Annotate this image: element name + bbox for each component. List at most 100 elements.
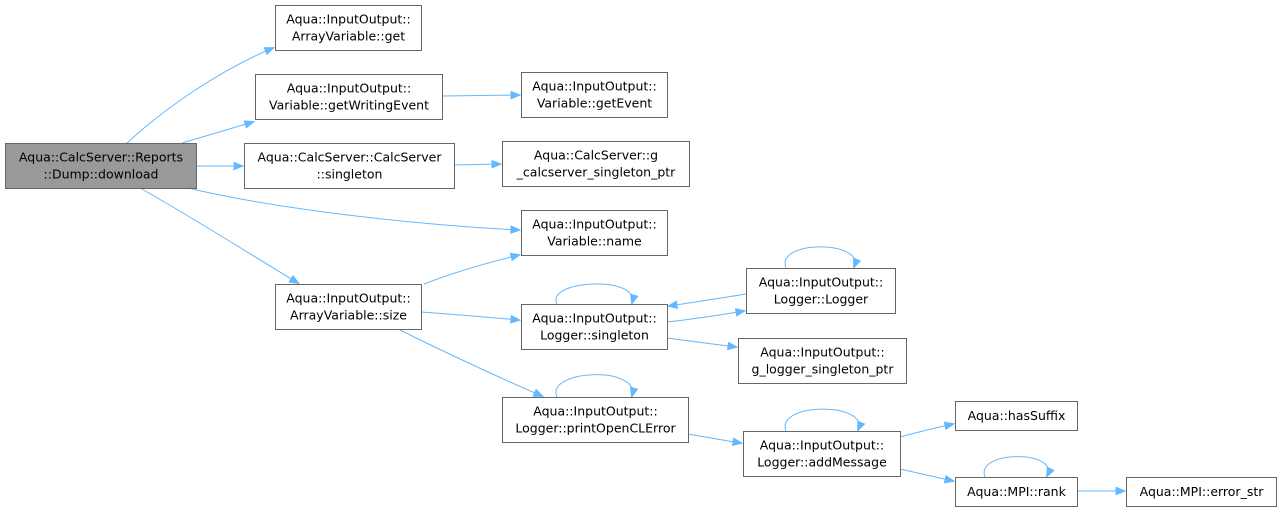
edge-lg_logger-to-lg_singleton bbox=[666, 293, 747, 309]
arrowhead-icon bbox=[1045, 466, 1055, 479]
node-label-line: Logger::Logger bbox=[774, 292, 869, 307]
node-lg-ptr[interactable]: Aqua::InputOutput::g_logger_singleton_pt… bbox=[738, 338, 907, 384]
node-mpi-rank[interactable]: Aqua::MPI::rank bbox=[955, 477, 1078, 507]
node-label-line: Logger::addMessage bbox=[757, 455, 887, 470]
edge-lg_printcl-to-lg_addmsg bbox=[687, 433, 744, 446]
node-av-get[interactable]: Aqua::InputOutput::ArrayVariable::get bbox=[275, 5, 422, 51]
edge-mpi_rank-to-mpi_err bbox=[1077, 486, 1127, 496]
arrowhead-icon bbox=[731, 437, 744, 446]
node-label-line: ::singleton bbox=[317, 167, 383, 182]
node-label-line: Aqua::CalcServer::Reports bbox=[19, 150, 183, 165]
node-label-line: Aqua::MPI::error_str bbox=[1140, 484, 1265, 499]
node-v-getevent[interactable]: Aqua::InputOutput::Variable::getEvent bbox=[521, 72, 668, 118]
node-label-line: Aqua::InputOutput:: bbox=[532, 311, 656, 326]
edge-line bbox=[397, 328, 543, 397]
node-v-getwriting[interactable]: Aqua::InputOutput::Variable::getWritingE… bbox=[255, 74, 443, 120]
node-label-line: ::Dump::download bbox=[44, 167, 159, 182]
arrowhead-icon bbox=[532, 388, 545, 397]
edge-cs_singleton-to-cs_ptr bbox=[453, 159, 503, 169]
arrowhead-icon bbox=[510, 314, 522, 324]
node-label-line: Aqua::InputOutput:: bbox=[533, 404, 657, 419]
node-label-line: Variable::getEvent bbox=[537, 96, 652, 111]
edge-root-to-av_size bbox=[139, 187, 301, 285]
node-label-line: Aqua::InputOutput:: bbox=[286, 291, 410, 306]
node-box bbox=[521, 72, 668, 118]
arrowhead-icon bbox=[263, 47, 276, 56]
arrowhead-icon bbox=[510, 225, 522, 234]
node-cs-singleton[interactable]: Aqua::CalcServer::CalcServer::singleton bbox=[244, 143, 455, 189]
edge-root-to-v_getwriting bbox=[181, 120, 256, 144]
node-box bbox=[5, 143, 197, 189]
arrowhead-icon bbox=[491, 159, 503, 169]
node-label-line: Aqua::MPI::rank bbox=[967, 484, 1066, 499]
edge-av_size-to-v_name bbox=[423, 252, 522, 285]
edges-layer bbox=[126, 47, 1127, 496]
node-box bbox=[244, 143, 455, 189]
arrowhead-icon bbox=[857, 420, 866, 433]
edge-av_size-to-lg_printcl bbox=[397, 328, 545, 397]
edge-lg_singleton-to-lg_ptr bbox=[666, 337, 739, 351]
edge-line bbox=[555, 374, 633, 398]
nodes-layer: Aqua::CalcServer::Reports::Dump::downloa… bbox=[5, 5, 1277, 507]
node-label-line: Aqua::InputOutput:: bbox=[760, 438, 884, 453]
node-box bbox=[502, 141, 690, 187]
edge-root-to-v_name bbox=[187, 187, 522, 234]
edge-line bbox=[420, 311, 520, 321]
arrowhead-icon bbox=[727, 341, 739, 351]
node-label-line: Aqua::InputOutput:: bbox=[286, 12, 410, 27]
node-box bbox=[521, 304, 668, 350]
node-label-line: Logger::singleton bbox=[540, 328, 649, 343]
node-lg-addmsg[interactable]: Aqua::InputOutput::Logger::addMessage bbox=[743, 431, 901, 477]
node-box bbox=[275, 5, 422, 51]
edge-av_size-to-lg_singleton bbox=[420, 311, 522, 324]
node-lg-printcl[interactable]: Aqua::InputOutput::Logger::printOpenCLEr… bbox=[502, 397, 689, 443]
node-label-line: Aqua::InputOutput:: bbox=[759, 275, 883, 290]
arrowhead-icon bbox=[853, 257, 862, 270]
arrowhead-icon bbox=[630, 293, 639, 306]
edge-line bbox=[423, 254, 520, 285]
node-cs-ptr[interactable]: Aqua::CalcServer::g_calcserver_singleton… bbox=[502, 141, 690, 187]
arrowhead-icon bbox=[943, 421, 956, 431]
edge-lg_singleton-to-lg_logger bbox=[666, 308, 747, 323]
node-label-line: Variable::getWritingEvent bbox=[269, 98, 429, 113]
edge-line bbox=[666, 337, 737, 348]
edge-line bbox=[441, 94, 520, 97]
node-box bbox=[743, 431, 901, 477]
node-av-size[interactable]: Aqua::InputOutput::ArrayVariable::size bbox=[275, 284, 422, 330]
edge-line bbox=[668, 293, 747, 307]
arrowhead-icon bbox=[666, 300, 679, 309]
edge-line bbox=[983, 456, 1049, 478]
edge-line bbox=[181, 121, 254, 144]
node-label-line: Aqua::InputOutput:: bbox=[760, 345, 884, 360]
node-label-line: Logger::printOpenCLError bbox=[515, 421, 676, 436]
arrowhead-icon bbox=[243, 120, 256, 129]
node-mpi-err[interactable]: Aqua::MPI::error_str bbox=[1126, 477, 1277, 507]
node-box bbox=[955, 477, 1078, 507]
edge-lg_logger-to-lg_logger bbox=[784, 246, 862, 270]
edge-line bbox=[666, 310, 745, 323]
node-v-name[interactable]: Aqua::InputOutput::Variable::name bbox=[521, 210, 668, 256]
arrowhead-icon bbox=[943, 474, 956, 484]
node-lg-singleton[interactable]: Aqua::InputOutput::Logger::singleton bbox=[521, 304, 668, 350]
edge-root-to-cs_singleton bbox=[196, 161, 245, 171]
node-label-line: ArrayVariable::get bbox=[292, 29, 405, 44]
edge-lg_addmsg-to-mpi_rank bbox=[899, 468, 956, 484]
edge-line bbox=[784, 408, 860, 432]
node-label-line: g_logger_singleton_ptr bbox=[752, 362, 895, 377]
edge-line bbox=[126, 47, 274, 144]
node-label-line: Aqua::CalcServer::CalcServer bbox=[258, 150, 443, 165]
arrowhead-icon bbox=[1115, 486, 1127, 496]
edge-lg_printcl-to-lg_printcl bbox=[555, 374, 639, 399]
arrowhead-icon bbox=[510, 90, 522, 100]
node-root[interactable]: Aqua::CalcServer::Reports::Dump::downloa… bbox=[5, 143, 197, 189]
edge-v_getwriting-to-v_getevent bbox=[441, 90, 522, 100]
edge-mpi_rank-to-mpi_rank bbox=[983, 456, 1055, 479]
node-hassuffix[interactable]: Aqua::hasSuffix bbox=[955, 401, 1078, 431]
edge-line bbox=[139, 187, 299, 284]
node-label-line: Aqua::InputOutput:: bbox=[532, 79, 656, 94]
node-lg-logger[interactable]: Aqua::InputOutput::Logger::Logger bbox=[746, 268, 896, 314]
edge-line bbox=[187, 187, 520, 231]
arrowhead-icon bbox=[629, 386, 639, 399]
edge-line bbox=[555, 283, 633, 305]
